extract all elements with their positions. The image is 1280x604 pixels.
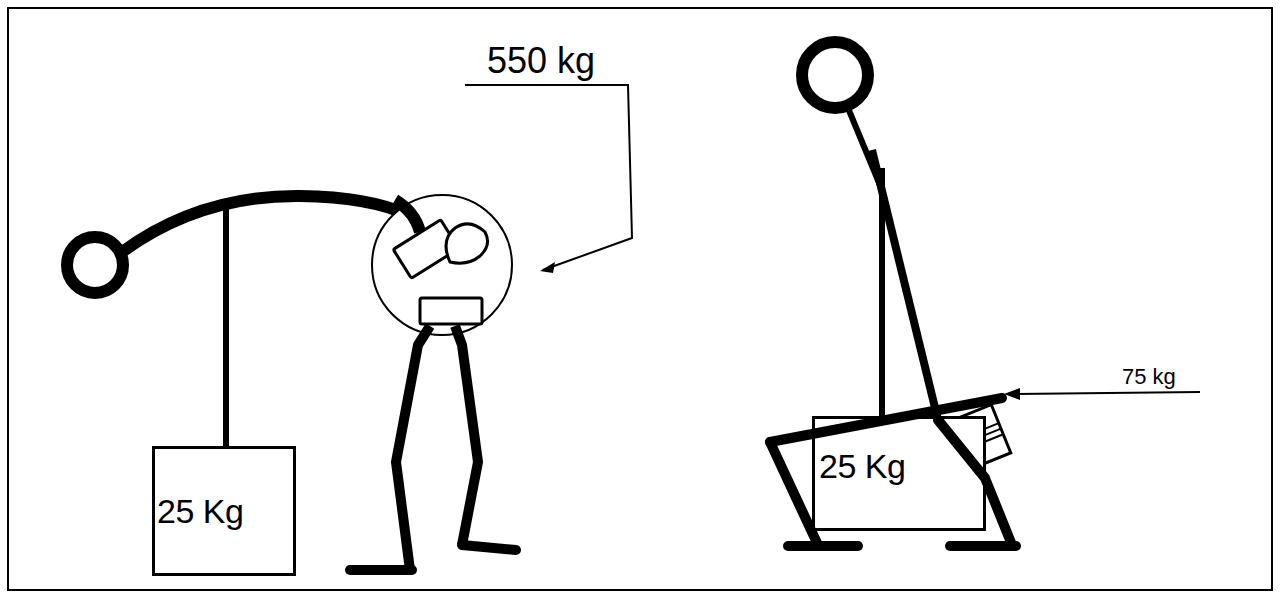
foot (788, 541, 858, 551)
arrowhead (1004, 388, 1020, 400)
frame-border (8, 8, 1272, 590)
vertebra (420, 298, 482, 324)
arrowhead (540, 262, 555, 273)
head (67, 237, 123, 293)
spine-curve (395, 200, 420, 232)
disc (446, 224, 488, 263)
weight-box: 25 Kg (812, 416, 986, 531)
leader-line (465, 85, 632, 270)
spine-curve (122, 196, 428, 252)
head (802, 42, 868, 108)
torso (879, 168, 885, 418)
weight-box: 25 Kg (152, 446, 296, 576)
foot (350, 565, 412, 575)
weight-label: 25 Kg (819, 447, 905, 486)
leg (455, 326, 478, 545)
force-label: 550 kg (487, 40, 595, 82)
shin (770, 442, 818, 545)
arm (872, 150, 938, 420)
foot (462, 545, 516, 550)
arm (223, 205, 229, 448)
weight-label: 25 Kg (157, 492, 243, 531)
force-arrow (1012, 392, 1200, 394)
lumbar-highlight-circle (372, 195, 512, 335)
leg (396, 326, 430, 570)
neck (848, 108, 882, 190)
force-label: 75 kg (1122, 364, 1176, 390)
foot (950, 541, 1016, 551)
vertebra (393, 220, 459, 279)
